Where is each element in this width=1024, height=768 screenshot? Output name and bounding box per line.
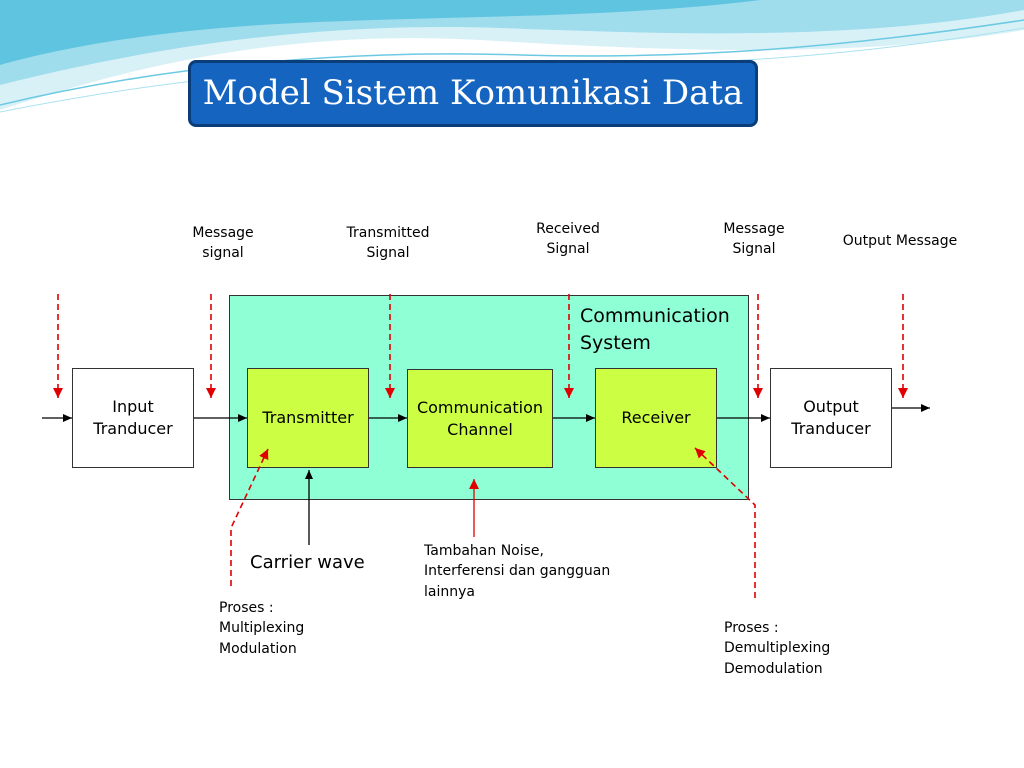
communication-channel-block: Communication Channel	[407, 369, 553, 468]
process-tx-annotation: Proses : Multiplexing Modulation	[219, 600, 305, 657]
dashed-arrow-process-rx	[694, 447, 756, 598]
carrier-wave-label: Carrier wave	[250, 552, 365, 573]
label-output-message: Output Message	[842, 233, 958, 249]
input-tranducer-block: Input Tranducer	[72, 368, 194, 468]
label-received-signal: Received Signal	[536, 221, 600, 257]
dashed-arrow-process-tx	[230, 448, 269, 586]
label-message-signal-in: Message signal	[192, 225, 254, 261]
process-rx-annotation: Proses : Demultiplexing Demodulation	[724, 620, 831, 677]
output-tranducer-block: Output Tranducer	[770, 368, 892, 468]
label-message-signal-out: Message Signal	[723, 221, 785, 257]
page-title: Model Sistem Komunikasi Data	[188, 60, 758, 127]
communication-system-label: Communication System	[580, 305, 730, 354]
noise-annotation: Tambahan Noise, Interferensi dan ganggua…	[424, 543, 611, 600]
label-transmitted-signal: Transmitted Signal	[346, 225, 430, 261]
